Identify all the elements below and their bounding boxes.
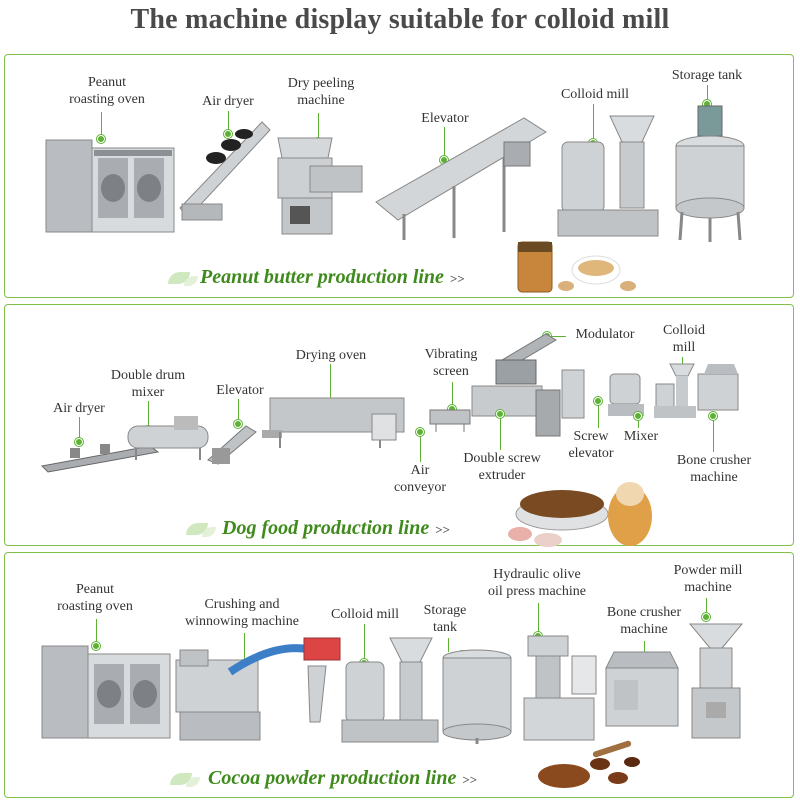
storage-tank-3-image bbox=[442, 649, 512, 744]
leaf-icon bbox=[184, 276, 198, 286]
leader-line bbox=[228, 111, 229, 131]
leader-line bbox=[318, 113, 319, 139]
label-air-dryer-2: Air dryer bbox=[53, 401, 105, 416]
marker-dot bbox=[496, 410, 504, 418]
cocoa-beans-image bbox=[538, 740, 640, 788]
dog-food-bowl-image bbox=[508, 482, 652, 547]
colloid-mill-2-image bbox=[654, 363, 696, 418]
leader-line bbox=[96, 619, 97, 643]
double-drum-mixer-image bbox=[127, 416, 209, 460]
marker-dot bbox=[416, 428, 424, 436]
page-title: The machine display suitable for colloid… bbox=[130, 4, 670, 35]
leader-line bbox=[79, 417, 80, 439]
colloid-mill-3-image bbox=[341, 637, 439, 743]
label-modulator: Modulator bbox=[575, 327, 635, 342]
colloid-mill-image bbox=[557, 115, 659, 237]
leader-line bbox=[500, 414, 501, 450]
marker-dot bbox=[594, 397, 602, 405]
peanut-butter-jar-image bbox=[517, 241, 636, 293]
elevator-image bbox=[375, 117, 547, 240]
leader-line bbox=[593, 104, 594, 140]
leader-line bbox=[148, 401, 149, 427]
marker-dot bbox=[92, 642, 100, 650]
marker-dot bbox=[702, 613, 710, 621]
marker-dot bbox=[75, 438, 83, 446]
dog-food-line-title: Dog food production line>> bbox=[222, 517, 451, 539]
label-colloid-mill: Colloid mill bbox=[560, 87, 630, 102]
storage-tank-image bbox=[675, 105, 745, 242]
peanut-roasting-oven-3-image bbox=[41, 645, 171, 739]
bone-crusher-image bbox=[697, 364, 739, 411]
label-storage-tank: Storage tank bbox=[671, 68, 743, 83]
leader-line bbox=[706, 598, 707, 614]
marker-dot bbox=[97, 135, 105, 143]
leader-line bbox=[448, 638, 449, 652]
leader-line bbox=[364, 624, 365, 660]
leader-line bbox=[538, 603, 539, 633]
leader-line bbox=[101, 112, 102, 136]
leader-line bbox=[713, 416, 714, 452]
leader-line bbox=[598, 400, 599, 428]
mixer-image bbox=[608, 373, 644, 416]
bone-crusher-machine-3-image bbox=[605, 651, 679, 727]
drying-oven-image bbox=[262, 397, 405, 448]
double-screw-extruder-image bbox=[471, 333, 585, 437]
powder-mill-machine-image bbox=[688, 623, 744, 739]
leader-line bbox=[548, 336, 566, 337]
label-colloid-mill-3: Colloid mill bbox=[330, 607, 400, 622]
leader-line bbox=[238, 399, 239, 421]
leader-line bbox=[330, 364, 331, 402]
vibrating-screen-image bbox=[429, 409, 471, 432]
air-dryer-2-image bbox=[40, 444, 160, 473]
marker-dot bbox=[634, 412, 642, 420]
label-drying-oven: Drying oven bbox=[295, 348, 367, 363]
cocoa-powder-line-title: Cocoa powder production line>> bbox=[208, 767, 478, 789]
marker-dot bbox=[234, 420, 242, 428]
elevator-2-image bbox=[207, 425, 257, 465]
leaf-icon bbox=[186, 777, 200, 787]
peanut-roasting-oven-image bbox=[45, 139, 175, 233]
leader-line bbox=[444, 127, 445, 157]
leader-line bbox=[638, 416, 639, 428]
leader-line bbox=[452, 382, 453, 406]
dry-peeling-machine-image bbox=[277, 137, 363, 235]
leader-line bbox=[707, 85, 708, 101]
leaf-icon bbox=[202, 527, 216, 537]
leader-line bbox=[644, 641, 645, 655]
marker-dot bbox=[224, 130, 232, 138]
leader-line bbox=[420, 432, 421, 462]
label-elevator: Elevator bbox=[421, 111, 469, 126]
label-mixer: Mixer bbox=[623, 429, 659, 444]
crushing-winnowing-machine-image bbox=[175, 637, 341, 741]
hydraulic-olive-oil-press-image bbox=[523, 635, 597, 741]
air-dryer-image bbox=[179, 121, 271, 221]
marker-dot bbox=[709, 412, 717, 420]
label-elevator-2: Elevator bbox=[216, 383, 264, 398]
label-air-dryer: Air dryer bbox=[202, 94, 254, 109]
leader-line bbox=[244, 633, 245, 661]
peanut-butter-line-title: Peanut butter production line>> bbox=[200, 266, 465, 288]
